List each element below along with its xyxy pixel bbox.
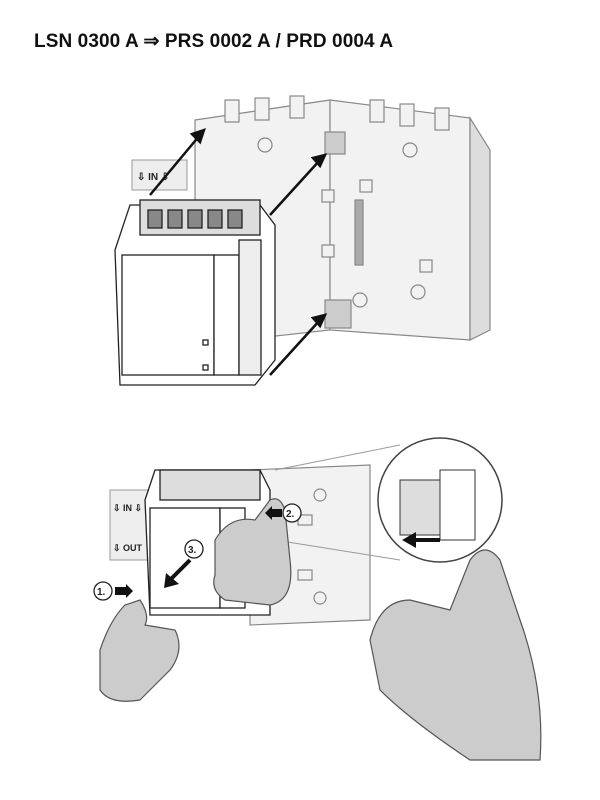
in-label-box: ⇩ IN ⇩ [131,159,188,191]
svg-text:2.: 2. [286,509,295,520]
hands [99,498,542,761]
insertion-arrows [149,128,328,376]
svg-text:⇩ IN ⇩: ⇩ IN ⇩ [113,503,142,513]
detail-magnifier [274,437,503,563]
svg-text:1.: 1. [97,587,106,598]
step-markers: 1. 2. 3. [93,503,302,601]
svg-text:⇩ IN ⇩: ⇩ IN ⇩ [137,172,169,183]
step-1-marker: 1. [93,581,133,601]
svg-text:3.: 3. [188,545,197,556]
step-3-marker: 3. [164,539,204,588]
step-2-marker: 2. [265,503,302,523]
svg-text:⇩ OUT: ⇩ OUT [113,543,143,553]
device-top [114,199,276,386]
page-title: LSN 0300 A ⇒ PRS 0002 A / PRD 0004 A [34,31,394,52]
